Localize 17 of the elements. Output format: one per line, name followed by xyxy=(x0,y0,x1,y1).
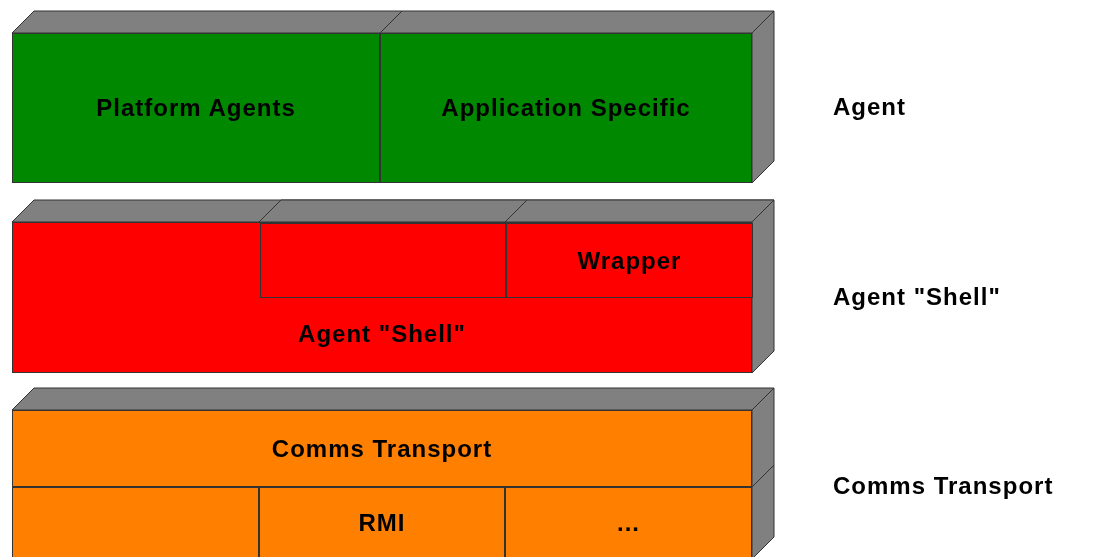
layer-block xyxy=(12,33,380,183)
layer-block xyxy=(259,487,505,557)
layer-block xyxy=(12,410,752,487)
block-label: Application Specific xyxy=(441,93,691,123)
block-label: Comms Transport xyxy=(271,433,493,464)
block-label: ... xyxy=(617,508,640,538)
layer-block xyxy=(506,223,753,298)
block-label: Agent "Shell" xyxy=(298,319,466,349)
layer-label: Agent "Shell" xyxy=(833,282,1001,312)
block-label: Platform Agents xyxy=(96,93,296,123)
layer-label: Agent xyxy=(833,92,906,122)
layer-label: Comms Transport xyxy=(833,471,1054,501)
block-label: Wrapper xyxy=(577,245,682,276)
layer-block xyxy=(380,33,752,183)
block-label: RMI xyxy=(358,508,406,538)
layer-block xyxy=(12,222,752,373)
layer-block xyxy=(505,487,752,557)
